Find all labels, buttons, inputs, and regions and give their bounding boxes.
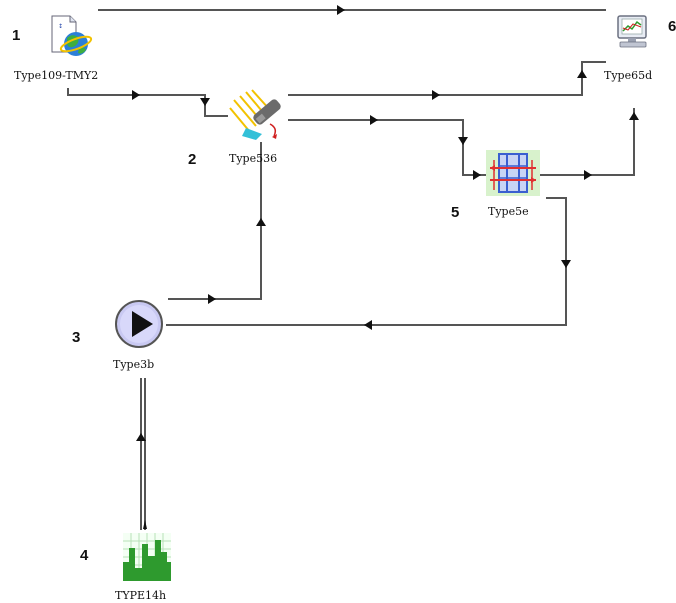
component-type14h[interactable]: 4 TYPE14h — [80, 533, 171, 602]
weather-data-reader-icon: ↕ — [51, 15, 93, 56]
online-plotter-icon — [617, 15, 647, 48]
connection-type109-to-type536[interactable] — [67, 88, 228, 117]
connection-type5e-to-type3b[interactable] — [166, 197, 571, 330]
component-type536[interactable]: 2 Type536 — [188, 89, 282, 168]
component-type5e[interactable]: 5 Type5e — [451, 150, 540, 221]
component-number-2: 2 — [188, 151, 196, 168]
component-label-type109: Type109-TMY2 — [14, 69, 98, 82]
component-number-3: 3 — [72, 329, 80, 346]
pump-icon — [115, 300, 163, 348]
solar-collector-icon — [229, 89, 281, 140]
component-type109[interactable]: ↕ 1 Type109-TMY2 — [12, 15, 98, 82]
svg-text:↕: ↕ — [58, 23, 63, 30]
component-label-type3b: Type3b — [113, 358, 154, 371]
component-number-1: 1 — [12, 27, 20, 44]
component-label-type65d: Type65d — [604, 69, 652, 82]
component-label-type536: Type536 — [229, 152, 277, 165]
component-label-type14h: TYPE14h — [115, 589, 166, 602]
component-type3b[interactable]: 3 Type3b — [72, 300, 163, 371]
connection-type109-to-type65d[interactable] — [98, 5, 606, 15]
connection-type3b-to-type536[interactable] — [168, 142, 266, 304]
connection-type536-to-type5e[interactable] — [288, 115, 486, 180]
component-number-6: 6 — [668, 18, 676, 35]
heat-exchanger-icon — [486, 150, 540, 196]
forcing-function-icon — [123, 533, 171, 581]
component-number-4: 4 — [80, 547, 89, 564]
connection-type5e-to-type65d[interactable] — [540, 108, 639, 180]
component-type65d[interactable]: 6 Type65d — [604, 15, 676, 82]
connection-type14h-to-type3b[interactable] — [136, 378, 147, 530]
component-number-5: 5 — [451, 204, 459, 221]
connection-type536-to-type65d[interactable] — [288, 61, 606, 100]
component-label-type5e: Type5e — [488, 205, 529, 218]
